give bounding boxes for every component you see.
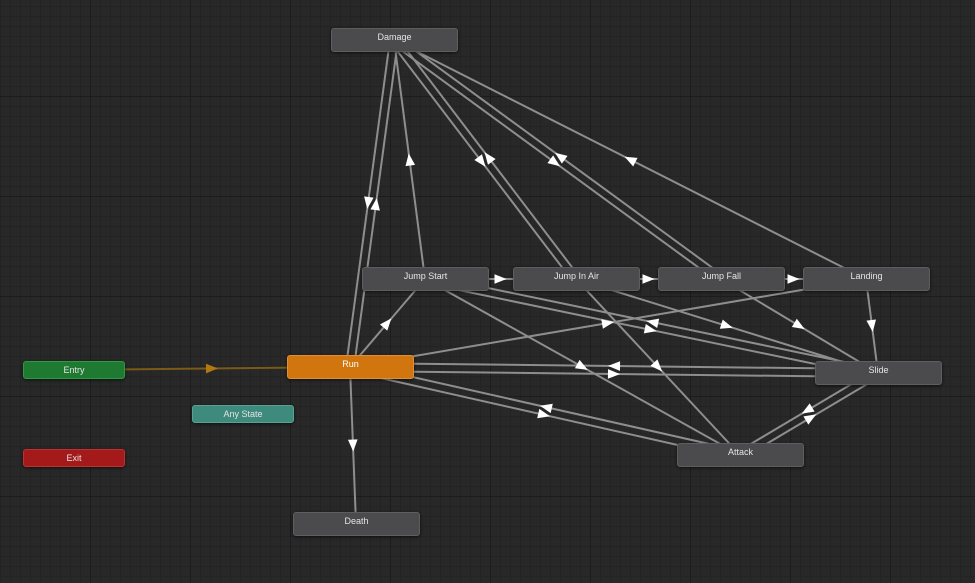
transition-attack-to-run[interactable] [350, 362, 742, 453]
transition-run-to-jump-start[interactable] [349, 278, 426, 368]
transition-arrow-icon [787, 274, 800, 284]
transition-arrow-icon [555, 152, 568, 164]
transition-jump-in-air-to-slide[interactable] [575, 278, 879, 374]
transition-arrow-icon [205, 363, 218, 374]
state-run[interactable]: Run [287, 355, 414, 379]
state-jump-start[interactable]: Jump Start [362, 267, 489, 291]
transition-arrow-icon [643, 323, 657, 334]
transition-run-to-damage[interactable] [352, 40, 399, 368]
transition-jump-start-to-damage[interactable] [393, 39, 426, 280]
transition-arrow-icon [719, 319, 733, 329]
transition-jump-fall-to-damage[interactable] [395, 35, 724, 277]
transition-arrow-icon [364, 196, 374, 209]
transition-arrow-icon [607, 369, 620, 379]
transition-arrow-icon [624, 156, 638, 167]
transition-arrow-icon [608, 361, 621, 371]
transition-slide-to-jump-start[interactable] [425, 274, 880, 371]
state-damage[interactable]: Damage [331, 28, 458, 52]
transition-arrow-icon [646, 318, 660, 329]
transition-landing-to-slide[interactable] [865, 278, 879, 374]
state-attack[interactable]: Attack [677, 443, 804, 467]
transition-landing-to-damage[interactable] [393, 39, 867, 280]
transition-arrow-icon [405, 153, 416, 167]
transition-arrow-icon [347, 439, 358, 452]
any-state-node[interactable]: Any State [192, 405, 294, 423]
transition-arrow-icon [866, 319, 877, 332]
transition-slide-to-run[interactable] [350, 361, 879, 371]
state-landing[interactable]: Landing [803, 267, 930, 291]
transition-arrow-icon [370, 198, 380, 211]
transition-arrow-icon [540, 403, 553, 414]
transition-damage-to-run[interactable] [345, 39, 392, 367]
transition-damage-to-jump-in-air[interactable] [390, 41, 574, 283]
transition-arrow-icon [494, 274, 507, 284]
state-death[interactable]: Death [293, 512, 420, 536]
exit-node[interactable]: Exit [23, 449, 125, 467]
transition-arrow-icon [791, 318, 805, 330]
transition-arrow-icon [379, 318, 392, 331]
transition-arrow-icon [474, 154, 486, 167]
transition-arrow-icon [642, 274, 655, 284]
transition-arrow-icon [650, 359, 663, 372]
state-slide[interactable]: Slide [815, 361, 942, 385]
transition-damage-to-jump-fall[interactable] [391, 42, 720, 284]
state-jump-fall[interactable]: Jump Fall [658, 267, 785, 291]
entry-node[interactable]: Entry [23, 361, 125, 379]
transition-arrow-icon [537, 408, 550, 419]
transition-arrow-icon [574, 359, 588, 370]
transition-run-to-landing[interactable] [349, 278, 867, 368]
transition-run-to-death[interactable] [347, 366, 358, 525]
transition-arrow-icon [801, 403, 815, 414]
transition-jump-start-to-attack[interactable] [424, 278, 741, 456]
transition-arrow-icon [601, 319, 614, 329]
transition-run-to-slide[interactable] [349, 369, 878, 379]
transition-arrow-icon [484, 152, 496, 165]
transition-jump-fall-to-slide[interactable] [720, 278, 879, 374]
transition-jump-in-air-to-damage[interactable] [396, 36, 580, 278]
transition-arrow-icon [803, 414, 817, 425]
transition-jump-start-to-slide[interactable] [423, 281, 878, 378]
transition-arrow-icon [547, 155, 560, 167]
transition-jump-in-air-to-attack[interactable] [575, 278, 741, 456]
transition-run-to-attack[interactable] [348, 369, 740, 460]
state-jump-in-air[interactable]: Jump In Air [513, 267, 640, 291]
